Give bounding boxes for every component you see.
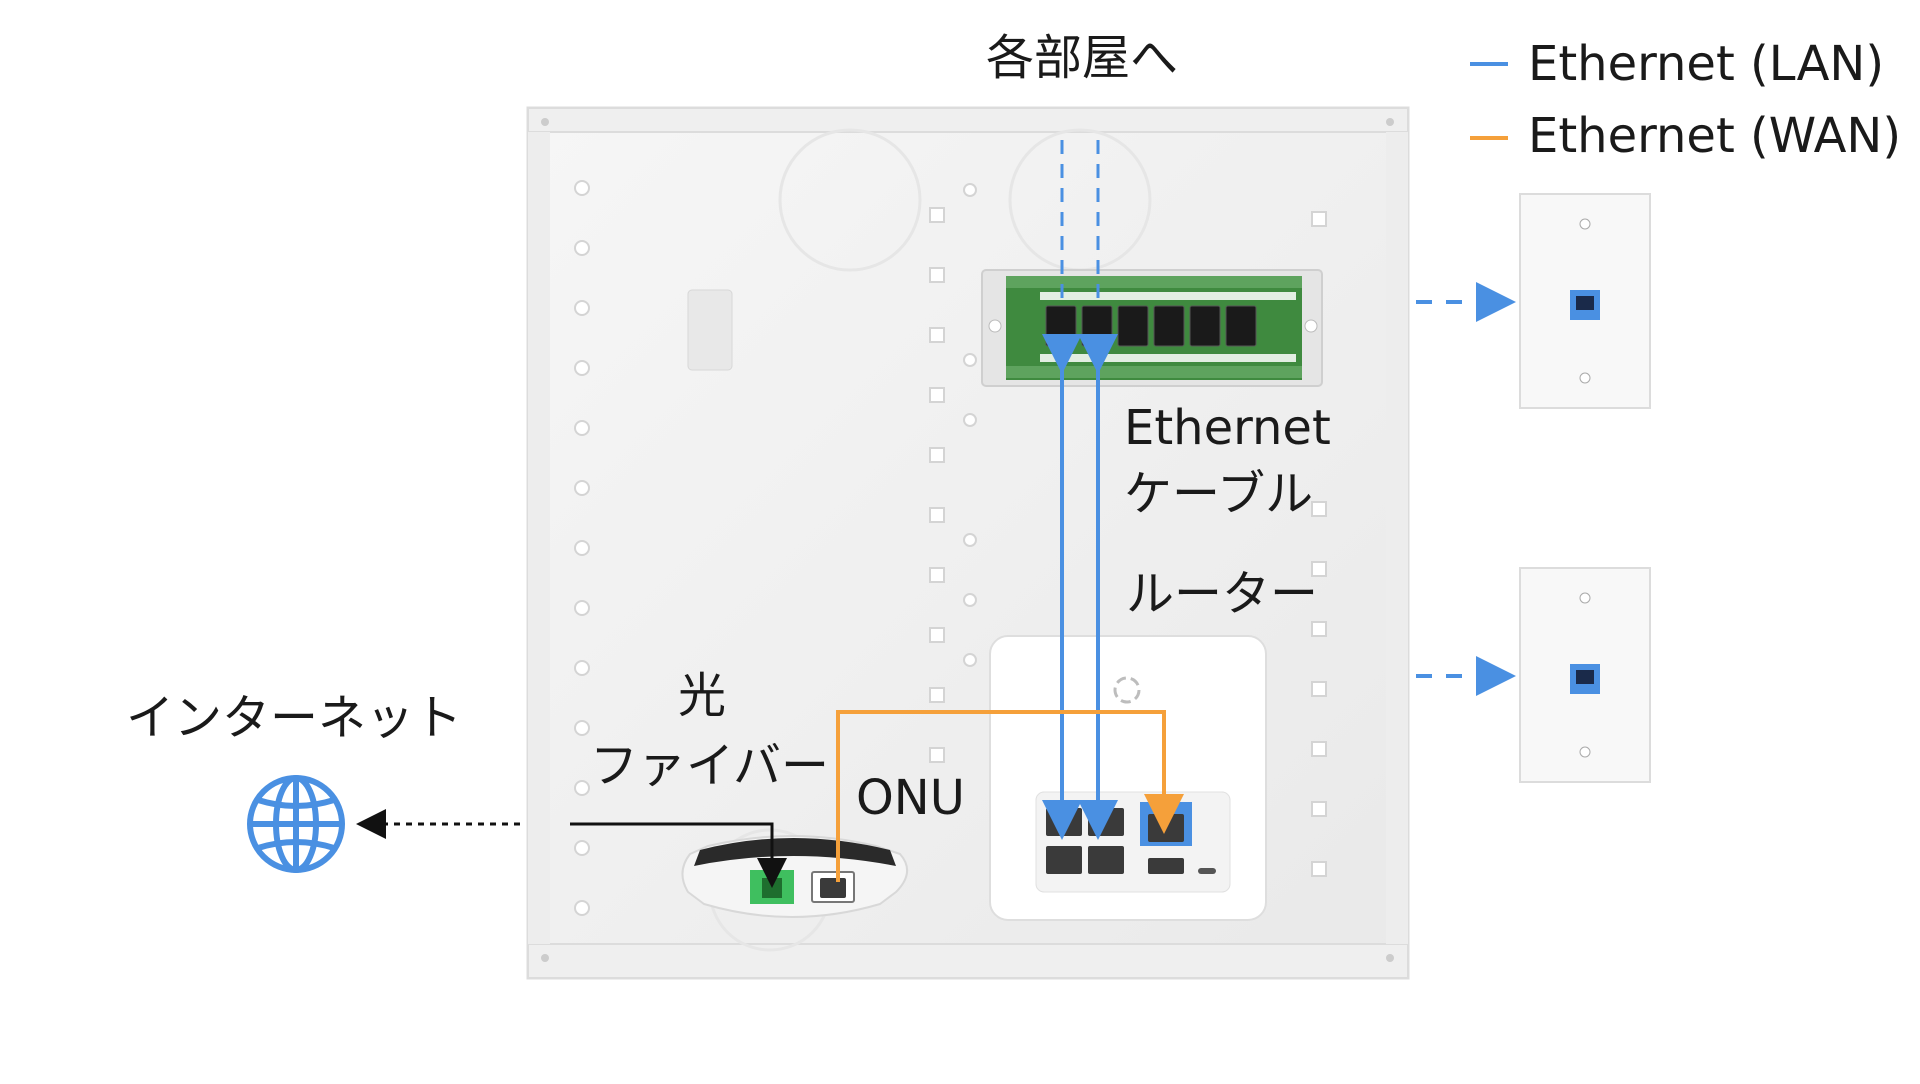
ethernet-wall-jack-icon [1519,567,1651,783]
router-label: ルーター [1126,566,1319,622]
lan-uplink-dashed [1060,140,1100,300]
legend-lan-swatch [1470,62,1508,66]
fiber-cable [570,822,787,888]
internet-label: インターネット [126,690,463,746]
ethernet-cable-label-line2: ケーブル [1124,466,1314,522]
legend-wan-label: Ethernet (WAN) [1528,108,1902,164]
wan-cable [836,710,1184,882]
ethernet-wall-jack-icon [1519,193,1651,409]
globe-icon [247,775,345,873]
fiber-label-line2: ファイバー [590,738,830,794]
legend-wan-swatch [1470,136,1508,140]
ethernet-cable-label-line1: Ethernet [1124,400,1331,456]
legend-lan-label: Ethernet (LAN) [1528,36,1885,92]
lan-cables [1042,334,1118,840]
lan-to-wall-jacks [1416,282,1516,696]
enclosure-panel [526,106,1410,980]
onu-label: ONU [856,770,965,826]
router-device [989,635,1267,921]
patch-panel [981,269,1323,387]
fiber-label-line1: 光 [678,668,727,724]
onu-device [681,835,908,918]
rooms-label: 各部屋へ [986,30,1179,86]
